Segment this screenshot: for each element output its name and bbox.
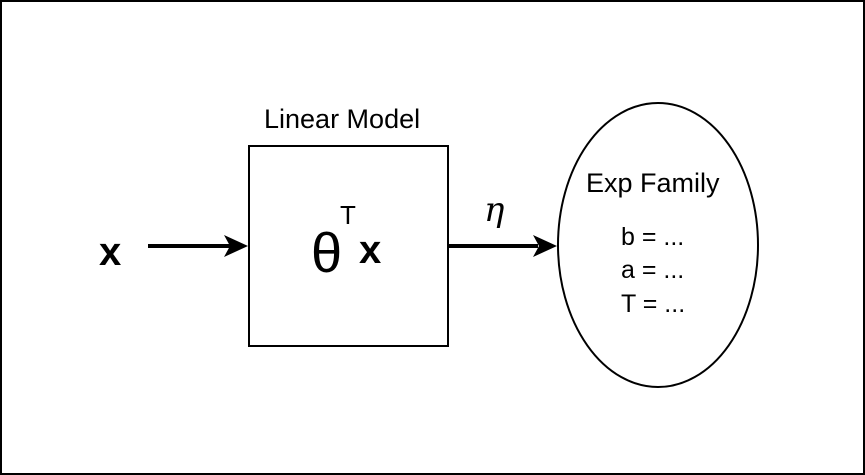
exp-family-ellipse: [557, 102, 759, 388]
linear-model-title: Linear Model: [264, 104, 421, 134]
input-arrow-head: [224, 235, 248, 257]
param-b: b = ...: [621, 223, 685, 251]
formula-transpose-superscript: T: [340, 200, 356, 230]
eta-arrow-head: [533, 235, 557, 257]
exp-family-title: Exp Family: [586, 168, 720, 198]
formula-variable-x: x: [359, 228, 382, 272]
linear-model-box: [248, 145, 449, 347]
param-t: T = ...: [621, 290, 686, 318]
formula-theta: θ: [311, 221, 343, 284]
input-x-label: x: [99, 230, 122, 274]
param-a: a = ...: [621, 256, 685, 284]
eta-label: η: [484, 190, 505, 230]
